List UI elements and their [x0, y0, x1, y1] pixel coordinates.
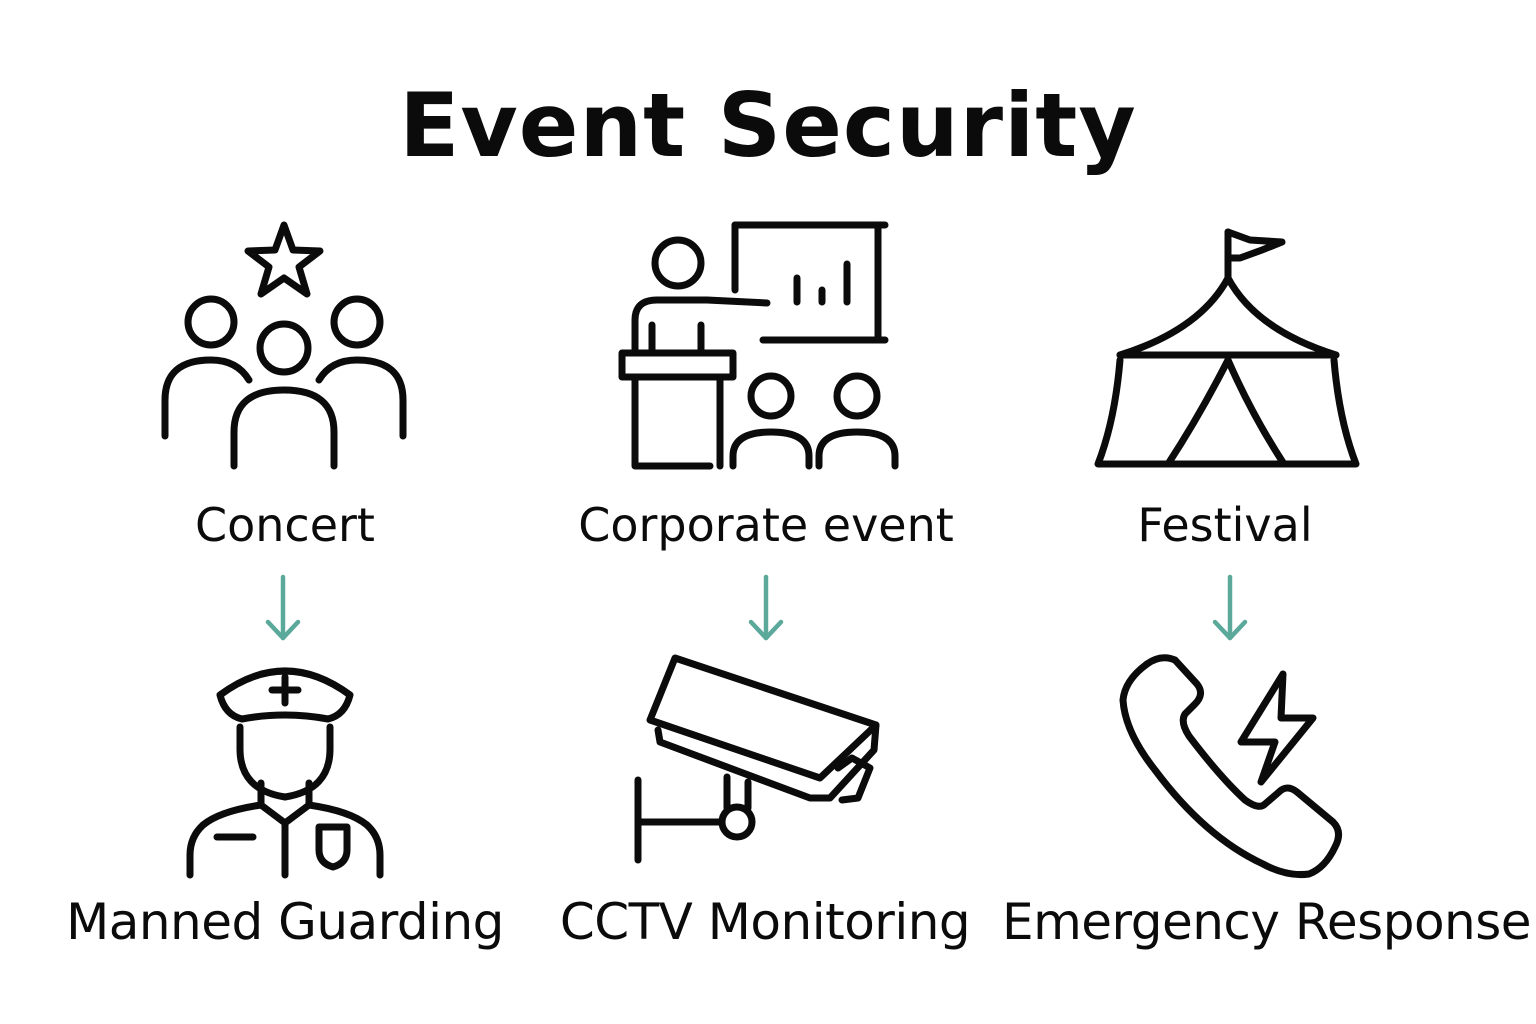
cctv-camera-icon [634, 654, 880, 864]
security-guard-icon [186, 667, 384, 879]
crowd-with-star-icon [161, 221, 407, 470]
event-label-concert: Concert [195, 498, 375, 552]
service-label-cctv-monitoring: CCTV Monitoring [559, 893, 971, 951]
circus-tent-icon [1094, 228, 1360, 468]
arrow-down-icon [1212, 574, 1248, 641]
arrow-down-icon [265, 574, 301, 641]
presenter-podium-icon [618, 221, 899, 470]
service-label-emergency-response: Emergency Response [1002, 893, 1532, 951]
service-label-manned-guarding: Manned Guarding [66, 893, 504, 951]
event-label-corporate-event: Corporate event [578, 498, 954, 552]
phone-lightning-icon [1119, 654, 1342, 878]
page-title: Event Security [399, 74, 1137, 177]
event-label-festival: Festival [1137, 498, 1313, 552]
arrow-down-icon [748, 574, 784, 641]
